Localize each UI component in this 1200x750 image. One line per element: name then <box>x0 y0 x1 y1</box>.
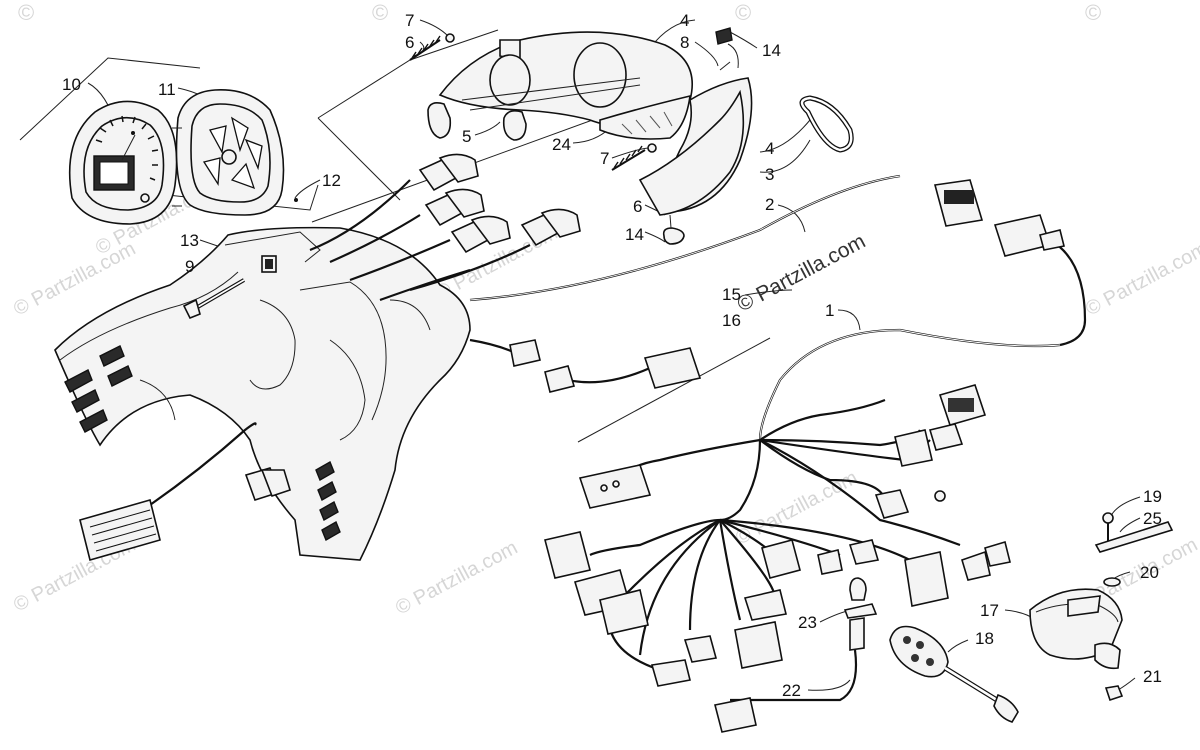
remote-and-module <box>889 512 1174 723</box>
callout-5: 5 <box>462 127 471 146</box>
gauge-cover <box>172 89 298 216</box>
callout-16: 16 <box>722 311 741 330</box>
callout-7: 7 <box>600 149 609 168</box>
callout-4: 4 <box>765 139 774 158</box>
watermark-tile: © Partzilla.com <box>392 537 521 620</box>
callout-labels: 1 2 3 4 4 5 6 6 7 7 8 9 10 11 12 13 14 1… <box>62 11 1162 700</box>
upper-harness <box>933 179 1087 347</box>
callout-13: 13 <box>180 231 199 250</box>
callout-6: 6 <box>405 33 414 52</box>
callout-9: 9 <box>185 257 194 276</box>
callout-10: 10 <box>62 75 81 94</box>
callout-7: 7 <box>405 11 414 30</box>
callout-22: 22 <box>782 681 801 700</box>
callout-15: 15 <box>722 285 741 304</box>
callout-24: 24 <box>552 135 571 154</box>
main-harness <box>544 328 1061 733</box>
gauge-cluster <box>68 100 178 225</box>
callout-21: 21 <box>1143 667 1162 686</box>
callout-19: 19 <box>1143 487 1162 506</box>
callout-14: 14 <box>762 41 781 60</box>
watermark-corner: © <box>735 0 751 25</box>
headlight-bezel <box>409 27 753 245</box>
callout-8: 8 <box>680 33 689 52</box>
callout-18: 18 <box>975 629 994 648</box>
callout-1: 1 <box>825 301 834 320</box>
callout-25: 25 <box>1143 509 1162 528</box>
callout-14: 14 <box>625 225 644 244</box>
watermark-tile: © Partzilla.com <box>1082 238 1200 321</box>
callout-12: 12 <box>322 171 341 190</box>
callout-11: 11 <box>158 80 176 99</box>
callout-6: 6 <box>633 197 642 216</box>
callout-20: 20 <box>1140 563 1159 582</box>
callout-23: 23 <box>798 613 817 632</box>
callout-2: 2 <box>765 195 774 214</box>
leader-lines <box>19 19 1141 691</box>
callout-17: 17 <box>980 601 999 620</box>
dash-panel <box>54 226 471 561</box>
watermark-corner: © <box>18 0 34 25</box>
callout-4: 4 <box>680 11 689 30</box>
watermark-corner: © <box>1085 0 1101 25</box>
watermark-corner: © <box>372 0 388 25</box>
wire-clamp <box>799 95 854 153</box>
watermark-center: © Partzilla.com <box>734 230 870 317</box>
callout-3: 3 <box>765 165 774 184</box>
headlight-sockets <box>79 153 901 561</box>
bracket-left <box>19 57 201 141</box>
